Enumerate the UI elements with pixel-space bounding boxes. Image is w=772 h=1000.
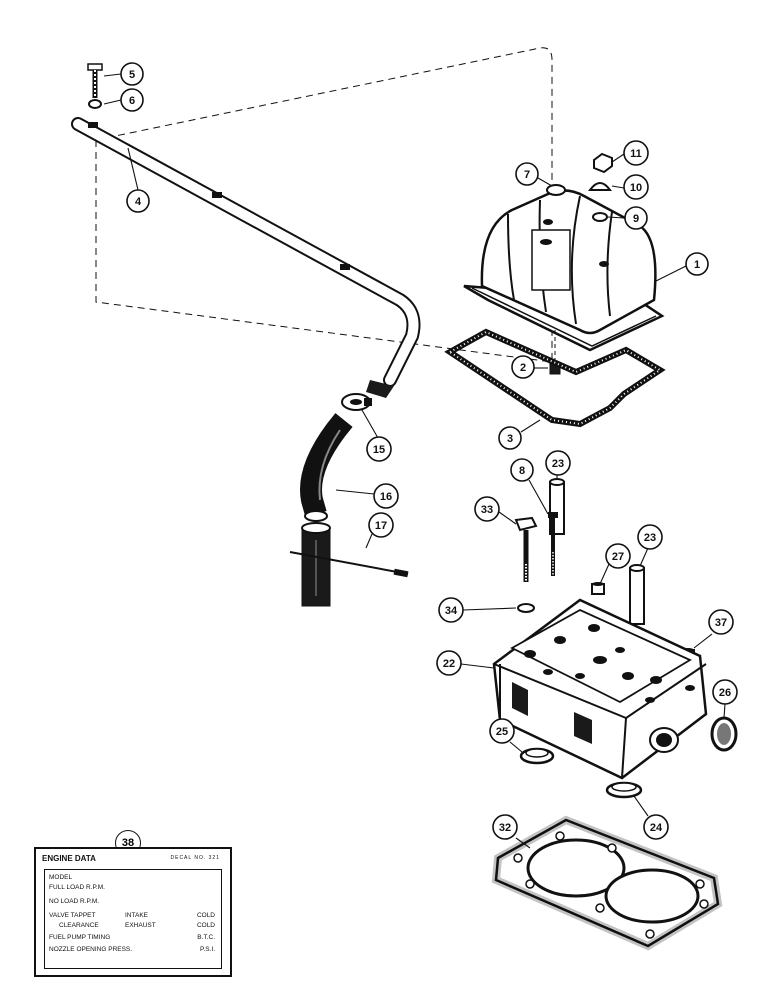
stud-8 <box>548 512 558 576</box>
svg-text:8: 8 <box>519 465 525 477</box>
cap-10 <box>588 182 612 191</box>
decal-row: NO LOAD R.P.M. <box>49 898 100 905</box>
svg-text:23: 23 <box>644 532 656 544</box>
callout-8: 8 <box>510 458 534 482</box>
gasket-3 <box>444 328 666 428</box>
hose-16 <box>300 413 353 607</box>
svg-text:6: 6 <box>129 95 135 107</box>
valve-guide-23b <box>629 564 645 625</box>
callout-26: 26 <box>712 679 738 705</box>
callout-7: 7 <box>515 162 539 186</box>
callout-37: 37 <box>708 609 734 635</box>
svg-text:22: 22 <box>443 658 455 670</box>
callout-6: 6 <box>120 88 144 112</box>
leader-lines <box>103 73 726 849</box>
svg-text:10: 10 <box>630 182 642 194</box>
svg-text:26: 26 <box>719 687 731 699</box>
svg-text:24: 24 <box>650 822 663 834</box>
svg-text:16: 16 <box>380 491 392 503</box>
svg-text:4: 4 <box>135 196 142 208</box>
clamp-15 <box>341 393 372 411</box>
cylinder-head-22 <box>492 598 708 780</box>
svg-text:9: 9 <box>633 213 639 225</box>
callout-3: 3 <box>498 426 522 450</box>
callout-2: 2 <box>511 355 535 379</box>
plug-27 <box>591 582 605 595</box>
callout-9: 9 <box>624 206 648 230</box>
washer-34 <box>517 603 535 613</box>
svg-text:17: 17 <box>375 520 387 532</box>
callout-16: 16 <box>373 483 399 509</box>
washer-6 <box>88 99 102 109</box>
plug-26 <box>710 716 738 752</box>
bolt-5 <box>87 63 103 98</box>
svg-text:23: 23 <box>552 458 564 470</box>
callout-17: 17 <box>368 512 394 538</box>
engine-data-decal: ENGINE DATA DECAL NO. 321 MODEL FULL LOA… <box>34 847 232 977</box>
nut-11 <box>593 152 613 174</box>
callout-25: 25 <box>489 718 515 744</box>
svg-text:3: 3 <box>507 433 513 445</box>
svg-text:2: 2 <box>520 362 526 374</box>
grommet-7 <box>546 184 566 196</box>
dashed-assembly-outline <box>95 47 553 363</box>
callout-15: 15 <box>366 436 392 462</box>
decal-title: ENGINE DATA <box>42 854 96 863</box>
breather-tube <box>71 117 421 398</box>
callout-1: 1 <box>685 252 709 276</box>
svg-text:5: 5 <box>129 69 135 81</box>
decal-row: NOZZLE OPENING PRESS.P.S.I. <box>49 946 215 953</box>
callout-34: 34 <box>438 597 464 623</box>
svg-text:1: 1 <box>694 259 700 271</box>
callout-23b: 23 <box>637 524 663 550</box>
decal-row: FULL LOAD R.P.M. <box>49 884 105 891</box>
svg-text:25: 25 <box>496 726 508 738</box>
svg-text:33: 33 <box>481 504 493 516</box>
callout-5: 5 <box>120 62 144 86</box>
callout-23a: 23 <box>545 450 571 476</box>
callout-27: 27 <box>605 543 631 569</box>
svg-text:15: 15 <box>373 444 385 456</box>
decal-number: DECAL NO. 321 <box>170 855 220 861</box>
seal-washer-9 <box>592 212 608 222</box>
head-bolt-33 <box>514 516 538 582</box>
svg-text:34: 34 <box>445 605 458 617</box>
callout-22: 22 <box>436 650 462 676</box>
callout-24: 24 <box>643 814 669 840</box>
decal-row: MODEL <box>49 874 73 881</box>
svg-text:27: 27 <box>612 551 624 563</box>
svg-text:11: 11 <box>630 148 642 160</box>
callout-10: 10 <box>623 174 649 200</box>
callout-4: 4 <box>126 189 150 213</box>
rod-17 <box>289 551 409 578</box>
callout-32: 32 <box>492 814 518 840</box>
decal-table: MODEL FULL LOAD R.P.M. NO LOAD R.P.M. VA… <box>44 869 222 969</box>
svg-text:7: 7 <box>524 169 530 181</box>
seat-insert-24 <box>605 781 643 799</box>
svg-text:37: 37 <box>715 617 727 629</box>
svg-text:32: 32 <box>499 822 511 834</box>
callout-33: 33 <box>474 496 500 522</box>
callout-11: 11 <box>623 140 649 166</box>
head-gasket-32 <box>491 815 723 951</box>
seat-insert-25 <box>519 747 555 765</box>
